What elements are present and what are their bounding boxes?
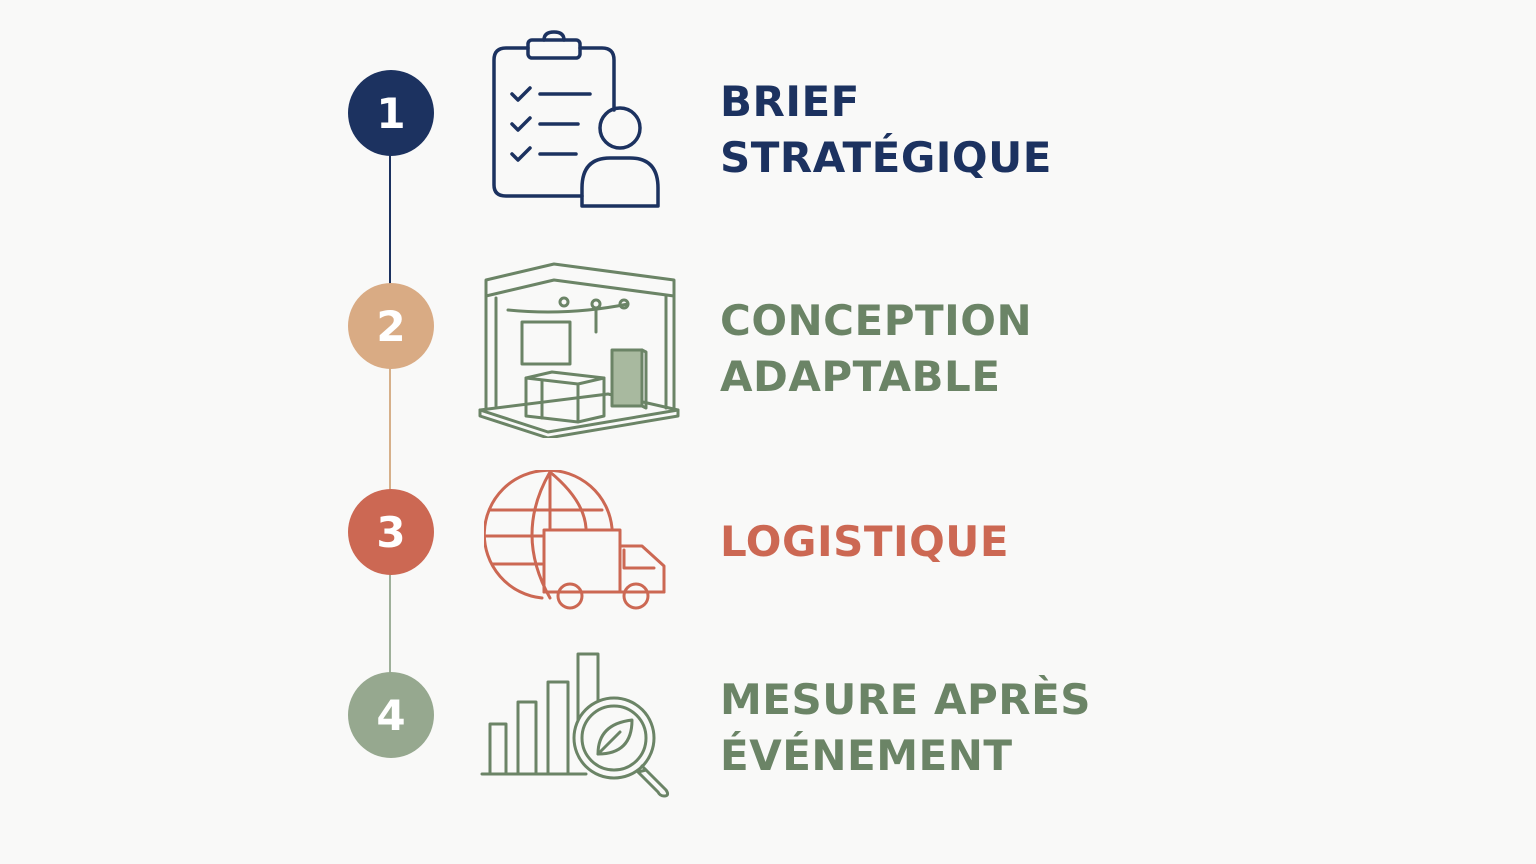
- step-2-number: 2: [376, 301, 406, 351]
- step-2-label: CONCEPTION ADAPTABLE: [720, 293, 1032, 405]
- clipboard-checklist-person-icon: [478, 30, 668, 216]
- step-2-number-circle: 2: [348, 283, 434, 369]
- exhibition-booth-icon: [478, 258, 682, 442]
- step-1-label-line-2: STRATÉGIQUE: [720, 133, 1052, 182]
- step-3-label-line-1: LOGISTIQUE: [720, 517, 1010, 566]
- step-4-label-line-1: MESURE APRÈS: [720, 675, 1092, 724]
- step-3-number: 3: [376, 507, 406, 557]
- step-1-label: BRIEF STRATÉGIQUE: [720, 74, 1052, 186]
- step-4-label: MESURE APRÈS ÉVÉNEMENT: [720, 672, 1091, 784]
- step-3-label: LOGISTIQUE: [720, 514, 1009, 570]
- step-2-label-line-2: ADAPTABLE: [720, 352, 1001, 401]
- step-1-number-circle: 1: [348, 70, 434, 156]
- connector-line-1-2: [389, 155, 391, 285]
- step-4-number: 4: [376, 690, 406, 740]
- connector-line-2-3: [389, 368, 391, 490]
- step-4-label-line-2: ÉVÉNEMENT: [720, 731, 1013, 780]
- step-2-label-line-1: CONCEPTION: [720, 296, 1033, 345]
- bar-chart-leaf-magnifier-icon: [480, 650, 680, 802]
- step-3-number-circle: 3: [348, 489, 434, 575]
- step-4-number-circle: 4: [348, 672, 434, 758]
- step-1-number: 1: [376, 88, 406, 138]
- step-1-label-line-1: BRIEF: [720, 77, 860, 126]
- globe-delivery-truck-icon: [482, 468, 668, 616]
- connector-line-3-4: [389, 574, 391, 674]
